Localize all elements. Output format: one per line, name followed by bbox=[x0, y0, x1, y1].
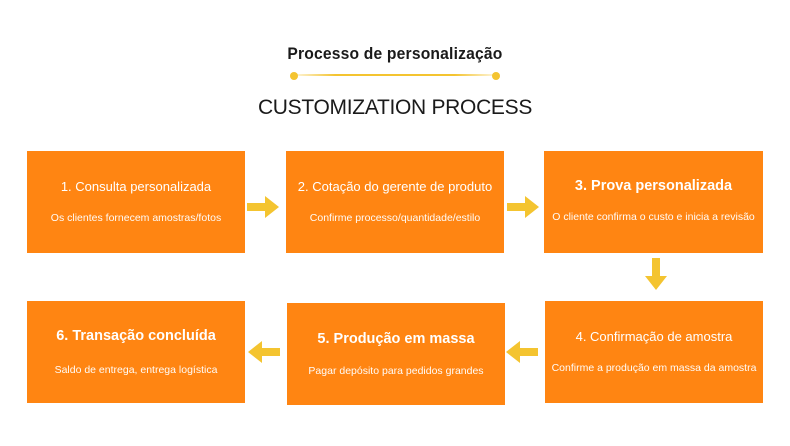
step-box-5: 5. Produção em massa Pagar depósito para… bbox=[287, 303, 505, 405]
step-title: 4. Confirmação de amostra bbox=[575, 329, 733, 344]
step-box-2: 2. Cotação do gerente de produto Confirm… bbox=[286, 151, 504, 253]
underline-bar bbox=[296, 74, 494, 76]
step-title: 6. Transação concluída bbox=[56, 328, 216, 344]
step-description: Pagar depósito para pedidos grandes bbox=[308, 365, 484, 377]
step-description: O cliente confirma o custo e inicia a re… bbox=[552, 211, 755, 223]
step-title: 2. Cotação do gerente de produto bbox=[297, 179, 493, 194]
step-description: Confirme processo/quantidade/estilo bbox=[309, 212, 481, 224]
title-underline-decoration bbox=[290, 72, 500, 80]
step-title: 5. Produção em massa bbox=[317, 331, 475, 347]
step-title: 3. Prova personalizada bbox=[574, 178, 733, 194]
step-title: 1. Consulta personalizada bbox=[60, 179, 212, 194]
step-description: Confirme a produção em massa da amostra bbox=[551, 362, 757, 374]
step-box-3: 3. Prova personalizada O cliente confirm… bbox=[544, 151, 763, 253]
underline-dot-icon bbox=[492, 72, 500, 80]
arrow-left-icon bbox=[248, 341, 280, 363]
page-subtitle: CUSTOMIZATION PROCESS bbox=[257, 96, 533, 119]
step-description: Os clientes fornecem amostras/fotos bbox=[50, 212, 222, 224]
arrow-right-icon bbox=[507, 196, 539, 218]
step-box-4: 4. Confirmação de amostra Confirme a pro… bbox=[545, 301, 763, 403]
arrow-left-icon bbox=[506, 341, 538, 363]
underline-dot-icon bbox=[290, 72, 298, 80]
step-box-1: 1. Consulta personalizada Os clientes fo… bbox=[27, 151, 245, 253]
step-box-6: 6. Transação concluída Saldo de entrega,… bbox=[27, 301, 245, 403]
page-title: Processo de personalização bbox=[287, 44, 503, 63]
step-description: Saldo de entrega, entrega logística bbox=[54, 364, 218, 376]
arrow-down-icon bbox=[645, 258, 667, 290]
header: Processo de personalização bbox=[0, 44, 790, 64]
arrow-right-icon bbox=[247, 196, 279, 218]
